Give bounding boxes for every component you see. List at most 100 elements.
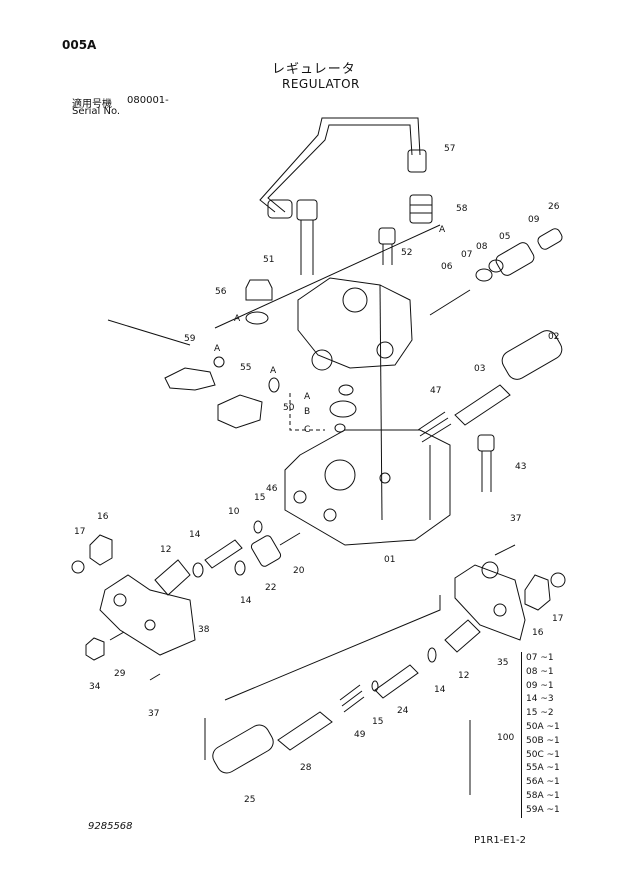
spool [454, 384, 511, 426]
adjuster [154, 559, 191, 596]
pipe [267, 124, 413, 213]
callout-17: 17 [74, 527, 85, 537]
callout-03: 03 [474, 364, 485, 374]
callout-51: 51 [263, 255, 274, 265]
serial-label-en: Serial No. [72, 106, 121, 117]
callout-49: 49 [354, 730, 366, 740]
callout-25: 25 [244, 795, 255, 805]
page-code: 005A [62, 38, 97, 52]
callout-20: 20 [293, 566, 305, 576]
sleeve [501, 330, 563, 380]
piston [495, 242, 535, 276]
callout-47: 47 [430, 386, 441, 396]
callout-57: 57 [444, 144, 455, 154]
callout-43: 43 [515, 462, 526, 472]
bolt-head [477, 434, 495, 452]
legend-group-number: 100 [497, 733, 515, 743]
serial-label-jp: 適用号機 [72, 99, 112, 110]
callout-58: 58 [456, 204, 468, 214]
title-english: REGULATOR [282, 77, 360, 91]
callout-52: 52 [401, 248, 412, 258]
callout-24: 24 [397, 706, 409, 716]
legend-item: 59A ~1 [526, 804, 560, 815]
callout-37: 37 [148, 709, 159, 719]
callout-05: 05 [499, 232, 510, 242]
legend-item: 08 ~1 [526, 666, 554, 677]
callout-16: 16 [97, 512, 109, 522]
adjuster [444, 619, 481, 653]
callout-a: A [270, 366, 277, 376]
legend-list: 07 ~1 08 ~1 09 ~1 14 ~3 15 ~2 50A ~1 50B… [526, 652, 560, 818]
regulator-body [284, 429, 451, 546]
callout-08: 08 [476, 242, 488, 252]
callout-c: C [304, 425, 310, 435]
legend-item: 58A ~1 [526, 790, 560, 801]
callout-01: 01 [384, 555, 395, 565]
callout-12: 12 [458, 671, 469, 681]
callout-46: 46 [266, 484, 278, 494]
left-cover [99, 574, 196, 656]
nut [89, 534, 113, 566]
callout-06: 06 [441, 262, 453, 272]
callout-35: 35 [497, 658, 508, 668]
elbow-fitting [164, 367, 216, 391]
callout-22: 22 [265, 583, 276, 593]
pipe [259, 117, 421, 213]
callout-14: 14 [240, 596, 252, 606]
callout-29: 29 [114, 669, 126, 679]
legend-item: 50B ~1 [526, 735, 560, 746]
callout-14: 14 [189, 530, 201, 540]
legend-item: 50A ~1 [526, 721, 560, 732]
callout-09: 09 [528, 215, 540, 225]
piston [277, 711, 333, 751]
callout-56: 56 [215, 287, 227, 297]
sleeve [250, 535, 282, 567]
legend-item: 56A ~1 [526, 777, 560, 788]
right-cover [454, 564, 526, 641]
callout-14: 14 [434, 685, 446, 695]
bolt-head [378, 227, 396, 245]
callout-07: 07 [461, 250, 472, 260]
spool [374, 664, 419, 699]
callout-12: 12 [160, 545, 171, 555]
fitting [409, 194, 433, 224]
callout-50: 50 [283, 403, 295, 413]
callout-labels: 57 58 A 09 26 05 08 07 06 51 52 56 A 59 … [74, 144, 563, 805]
callout-a: A [234, 314, 241, 324]
callout-34: 34 [89, 682, 101, 692]
callout-55: 55 [240, 363, 251, 373]
callout-16: 16 [532, 628, 544, 638]
legend-item: 55A ~1 [526, 763, 560, 774]
nut [524, 574, 551, 611]
nut [85, 637, 105, 661]
callout-b: B [304, 407, 310, 417]
legend-bracket [521, 652, 523, 818]
callout-28: 28 [300, 763, 312, 773]
legend-item: 09 ~1 [526, 680, 554, 691]
callout-10: 10 [228, 507, 240, 517]
callout-a: A [439, 225, 446, 235]
pipe-nut [267, 199, 293, 219]
pipe-nut [407, 149, 427, 173]
sleeve [212, 724, 274, 774]
page-reference: P1R1-E1-2 [474, 835, 526, 846]
callout-59: 59 [184, 334, 196, 344]
drawing-number: 9285568 [88, 821, 133, 832]
legend-item: 50C ~1 [526, 749, 560, 760]
callout-15: 15 [254, 493, 265, 503]
upper-housing [297, 277, 413, 369]
serial-number: 080001- [127, 95, 169, 106]
title-japanese: レギュレータ [272, 62, 356, 77]
callout-17: 17 [552, 614, 563, 624]
callout-a: A [304, 392, 311, 402]
legend-item: 14 ~3 [526, 694, 554, 705]
plug [245, 279, 273, 301]
callout-15: 15 [372, 717, 383, 727]
callout-a: A [214, 344, 221, 354]
legend-item: 07 ~1 [526, 653, 554, 663]
callout-26: 26 [548, 202, 560, 212]
spring [417, 411, 452, 443]
legend-item: 15 ~2 [526, 708, 554, 719]
callout-37: 37 [510, 514, 521, 524]
